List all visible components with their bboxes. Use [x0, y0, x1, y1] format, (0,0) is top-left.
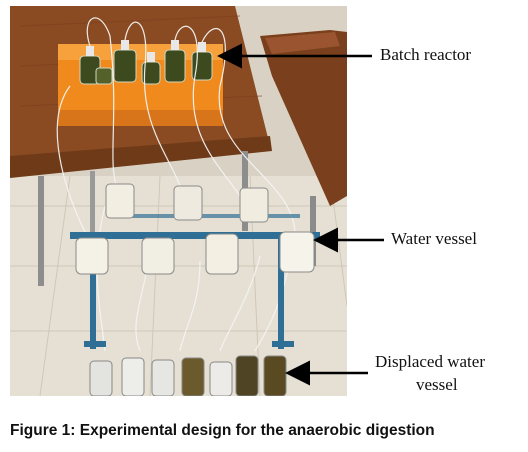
- figure-caption: Figure 1: Experimental design for the an…: [10, 422, 435, 439]
- water-vessels: [75, 183, 315, 275]
- displaced-water-label-line1: Displaced water: [375, 352, 485, 371]
- displaced-water-bottles: [89, 355, 287, 396]
- water-vessel-label: Water vessel: [391, 229, 477, 248]
- batch-reactor-container: [58, 40, 223, 126]
- displaced-water-label-line2: vessel: [416, 375, 458, 394]
- experimental-setup-photo: [10, 6, 347, 396]
- water-vessel-stand: [70, 214, 320, 349]
- batch-reactor-label: Batch reactor: [380, 45, 472, 64]
